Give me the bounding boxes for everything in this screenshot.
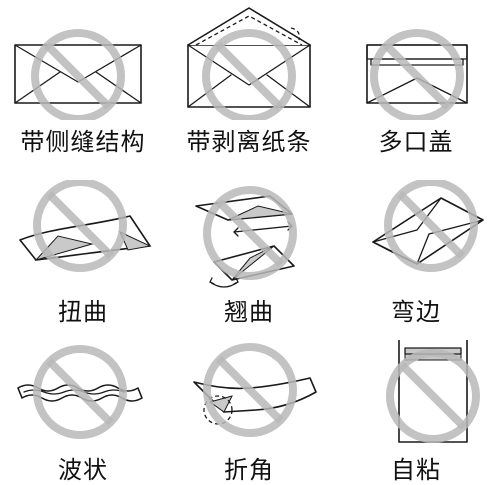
self-adhesive-envelope-icon [386,340,480,443]
folded-corner-paper-icon [193,343,317,437]
peel-strip-envelope-icon [187,7,311,120]
media-item-label: 自粘 [391,456,441,484]
bent-edge-envelope-icon [372,180,484,272]
media-item-label: 多口盖 [378,128,454,156]
media-item-label: 波状 [58,456,108,484]
curled-paper-icon [195,186,297,288]
multi-flap-envelope-icon [366,29,468,120]
wavy-paper-icon [17,345,143,439]
media-item-label: 弯边 [391,298,441,326]
media-item-label: 折角 [224,456,274,484]
media-item-label: 带剥离纸条 [186,128,312,156]
media-item-label: 带侧缝结构 [20,128,146,156]
media-item-label: 翘曲 [224,298,274,326]
media-item-label: 扭曲 [58,298,108,326]
side-seam-envelope-icon [14,29,142,120]
twisted-paper-icon [19,180,152,272]
